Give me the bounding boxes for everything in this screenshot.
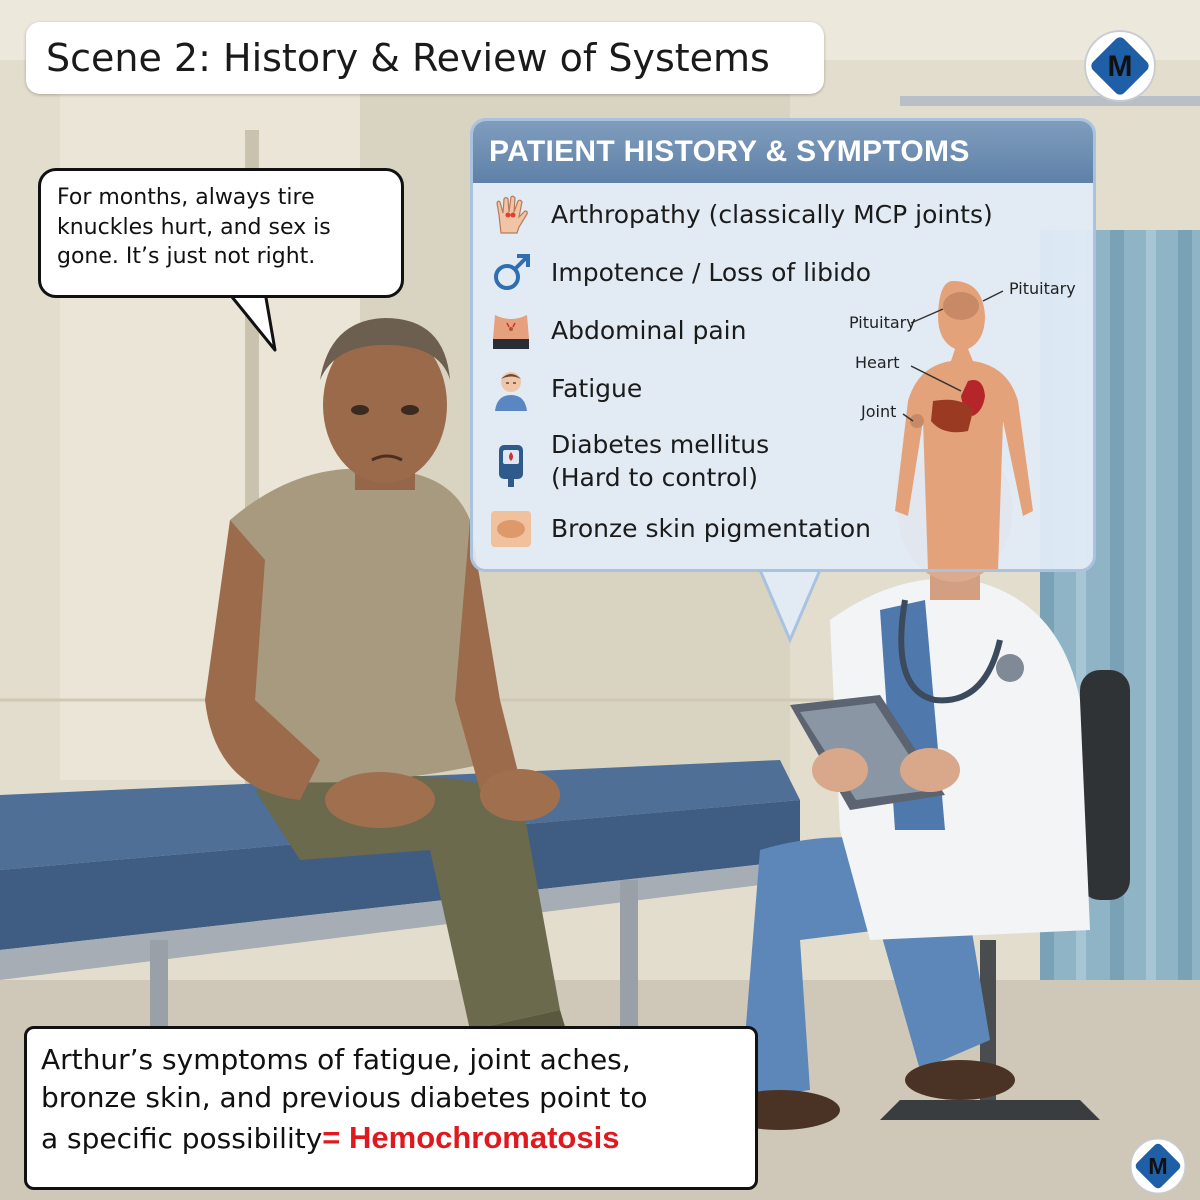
symptom-label-fatigue: Fatigue xyxy=(551,373,643,403)
symptom-row-impotence: Impotence / Loss of libido xyxy=(489,251,871,295)
symptom-row-bronze-skin: Bronze skin pigmentation xyxy=(489,507,871,551)
symptom-label-bronze-skin: Bronze skin pigmentation xyxy=(551,513,871,543)
symptom-row-arthropathy: Arthropathy (classically MCP joints) xyxy=(489,193,993,237)
speech-line-2: knuckles hurt, and sex is xyxy=(57,214,331,240)
glucose-meter-icon xyxy=(499,445,523,487)
caption-line-3: a specific possibility= Hemochromatosis xyxy=(41,1117,741,1159)
tired-person-icon xyxy=(495,372,527,411)
symptom-label-diabetes-note: (Hard to control) xyxy=(551,462,758,492)
symptom-row-fatigue: Fatigue xyxy=(489,367,642,411)
caption-line-2: bronze skin, and previous diabetes point… xyxy=(41,1080,648,1114)
brand-logo-small: M xyxy=(1130,1138,1186,1194)
male-symbol-icon xyxy=(494,254,530,290)
patient-speech-bubble: For months, always tire knuckles hurt, a… xyxy=(38,168,404,298)
diagnosis-highlight: = Hemochromatosis xyxy=(322,1119,620,1155)
scene-title: Scene 2: History & Review of Systems xyxy=(46,36,770,80)
diagram-label-pituitary-right: Pituitary xyxy=(1009,279,1076,298)
symptoms-panel: PATIENT HISTORY & SYMPTOMS Pituitary Pit… xyxy=(470,118,1096,572)
speech-line-1: For months, always tire xyxy=(57,185,315,210)
brand-logo: M xyxy=(1084,30,1156,102)
brand-logo-small-letter: M xyxy=(1148,1153,1167,1179)
scene-title-box: Scene 2: History & Review of Systems xyxy=(26,22,824,94)
symptom-label-abdominal-pain: Abdominal pain xyxy=(551,315,747,345)
caption-line-3-text: a specific possibility xyxy=(41,1121,323,1155)
abdomen-icon xyxy=(493,315,529,349)
symptom-label-arthropathy: Arthropathy (classically MCP joints) xyxy=(551,199,993,229)
hand-joint-icon xyxy=(496,195,528,234)
symptom-label-impotence: Impotence / Loss of libido xyxy=(551,257,872,287)
symptom-row-diabetes: Diabetes mellitus (Hard to control) xyxy=(489,429,769,495)
diagram-label-heart: Heart xyxy=(855,353,900,372)
symptom-label-diabetes: Diabetes mellitus xyxy=(551,430,770,459)
speech-line-3: gone. It’s just not right. xyxy=(57,244,316,270)
symptoms-panel-title: PATIENT HISTORY & SYMPTOMS xyxy=(489,135,970,168)
symptoms-panel-header: PATIENT HISTORY & SYMPTOMS xyxy=(473,121,1093,183)
diagram-label-joint: Joint xyxy=(861,402,897,421)
symptom-row-abdominal-pain: Abdominal pain xyxy=(489,309,746,353)
caption-line-1: Arthur’s symptoms of fatigue, joint ache… xyxy=(41,1043,631,1076)
body-organ-diagram xyxy=(895,281,1033,569)
skin-patch-icon xyxy=(491,511,531,547)
brand-logo-letter: M xyxy=(1108,50,1133,83)
diagram-label-pituitary-left: Pituitary xyxy=(849,313,916,332)
scene-caption: Arthur’s symptoms of fatigue, joint ache… xyxy=(24,1026,758,1190)
